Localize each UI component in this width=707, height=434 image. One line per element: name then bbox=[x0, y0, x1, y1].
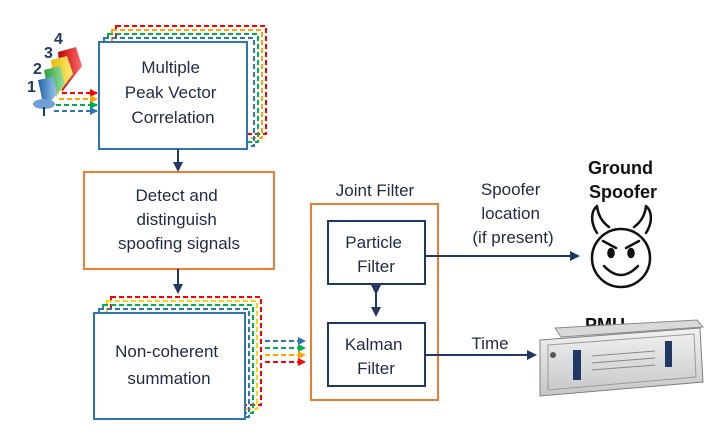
antenna-base bbox=[33, 99, 55, 109]
noncoherent-label-line-1: Non-coherent bbox=[115, 342, 218, 361]
particle-filter-label: Particle Filter bbox=[345, 233, 406, 276]
antenna-number-4: 4 bbox=[54, 31, 63, 48]
joint-filter-title: Joint Filter bbox=[336, 181, 415, 200]
detect-label-line-1: Detect and bbox=[136, 186, 218, 205]
pmu-front-inset bbox=[547, 333, 697, 391]
kalman-filter-label: Kalman Filter bbox=[345, 335, 407, 378]
kalman-filter-box bbox=[327, 322, 426, 387]
ground-spoofer-line-2: Spoofer bbox=[589, 182, 657, 202]
noncoherent-box bbox=[93, 312, 246, 420]
pmu-device-image bbox=[539, 319, 705, 397]
antenna-number-3: 3 bbox=[44, 45, 53, 62]
mpvc-box bbox=[98, 41, 248, 150]
mpvc-label-line-2: Peak Vector bbox=[125, 83, 217, 102]
kalman-filter-label-line-2: Filter bbox=[357, 359, 395, 378]
time-label: Time bbox=[471, 334, 508, 353]
mpvc-label-line-1: Multiple bbox=[141, 58, 200, 77]
mpvc-label: Multiple Peak Vector Correlation bbox=[125, 58, 221, 127]
particle-filter-label-line-1: Particle bbox=[345, 233, 402, 252]
devil-eye-left bbox=[607, 247, 615, 259]
antenna-number-1: 1 bbox=[27, 79, 36, 96]
particle-filter-label-line-2: Filter bbox=[357, 257, 395, 276]
devil-brow-right bbox=[624, 239, 641, 250]
devil-head bbox=[590, 227, 652, 289]
pmu-front-face bbox=[539, 327, 704, 397]
mpvc-label-line-3: Correlation bbox=[131, 108, 214, 127]
pmu-panel-line-2 bbox=[591, 357, 656, 364]
detect-box bbox=[83, 171, 275, 270]
devil-brow-left bbox=[601, 239, 618, 250]
ground-spoofer-label: Ground Spoofer bbox=[588, 158, 658, 202]
noncoherent-output-arrows bbox=[265, 337, 306, 366]
detect-label-line-2: distinguish bbox=[136, 210, 216, 229]
noncoherent-label: Non-coherent summation bbox=[115, 342, 223, 388]
pmu-led bbox=[550, 352, 556, 358]
pmu-display bbox=[573, 350, 581, 380]
detect-label: Detect and distinguish spoofing signals bbox=[118, 186, 240, 253]
noncoherent-label-line-2: summation bbox=[127, 369, 210, 388]
spoofer-location-line-2: location bbox=[481, 204, 540, 223]
antenna-array-icon: 1 2 3 4 bbox=[27, 31, 82, 116]
devil-eye-right bbox=[627, 247, 635, 259]
pmu-panel-line-1 bbox=[591, 350, 656, 357]
devil-face-icon bbox=[590, 204, 653, 289]
ground-spoofer-line-1: Ground bbox=[588, 158, 653, 178]
devil-horn-left bbox=[590, 204, 611, 235]
pmu-display-2 bbox=[665, 341, 672, 367]
pmu-panel-line-3 bbox=[591, 364, 656, 371]
spoofer-location-label: Spoofer location (if present) bbox=[472, 180, 553, 247]
detect-label-line-3: spoofing signals bbox=[118, 234, 240, 253]
devil-horn-right bbox=[632, 204, 653, 235]
kalman-filter-label-line-1: Kalman bbox=[345, 335, 403, 354]
devil-smile bbox=[602, 264, 640, 277]
particle-filter-box bbox=[327, 220, 426, 285]
pmu-top-face bbox=[554, 319, 705, 338]
spoofer-location-line-1: Spoofer bbox=[481, 180, 541, 199]
antenna-number-2: 2 bbox=[33, 61, 42, 78]
spoofer-location-line-3: (if present) bbox=[472, 228, 553, 247]
antenna-input-arrows bbox=[54, 89, 98, 115]
